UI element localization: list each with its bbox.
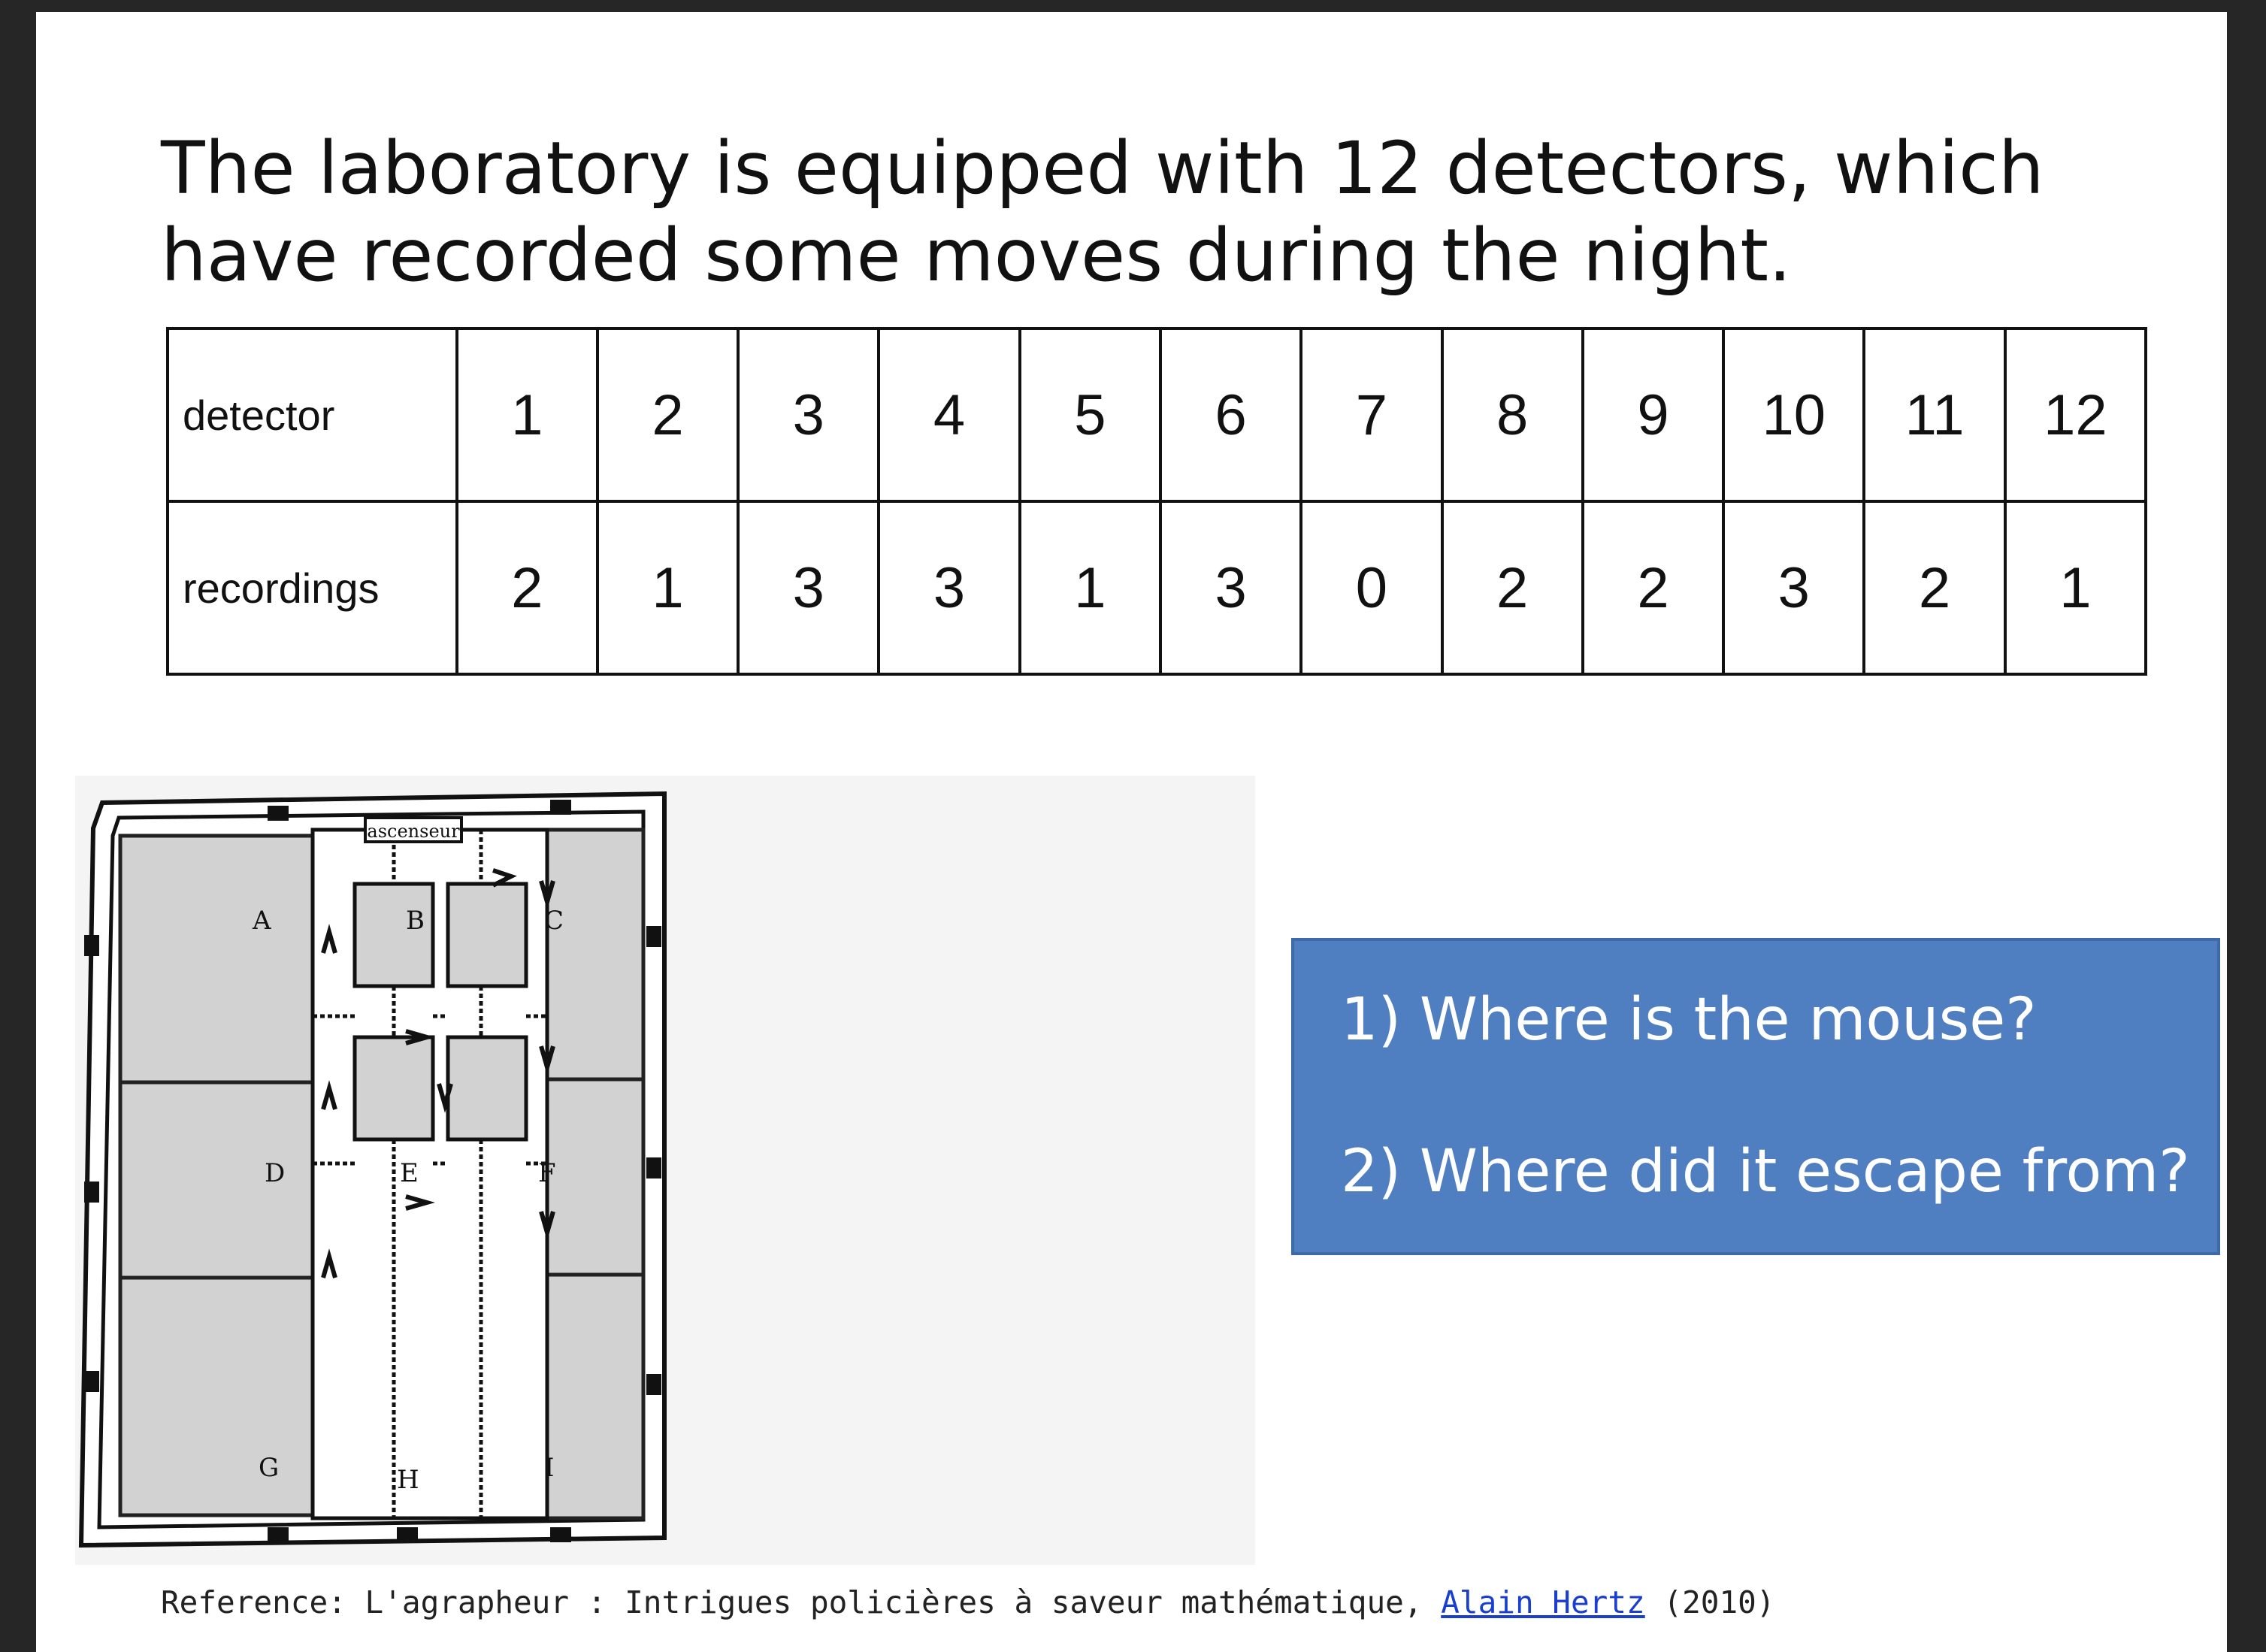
detector-number-cell: 6	[1158, 327, 1303, 503]
room-label-i: I	[544, 1453, 554, 1483]
question-2: 2) Where did it escape from?	[1341, 1138, 2190, 1206]
block-bottom-right	[446, 1035, 528, 1142]
recording-count-cell: 1	[595, 500, 740, 676]
room-label-e: E	[400, 1158, 419, 1188]
detector-number-cell: 12	[2003, 327, 2148, 503]
office-right-middle	[545, 1077, 646, 1277]
recording-count-cell: 3	[1158, 500, 1303, 676]
reference-line: Reference: L'agrapheur : Intrigues polic…	[161, 1584, 1775, 1620]
room-labels: A B C D E F G H I	[252, 906, 564, 1495]
detector-number-cell: 2	[595, 327, 740, 503]
questions-box: 1) Where is the mouse? 2) Where did it e…	[1291, 938, 2220, 1255]
room-label-g: G	[259, 1453, 279, 1483]
detector-number-cell: 8	[1440, 327, 1584, 503]
recording-count-cell: 1	[2003, 500, 2148, 676]
detector-number-cell: 5	[1018, 327, 1162, 503]
room-label-f: F	[538, 1158, 556, 1188]
reference-prefix: Reference: L'agrapheur : Intrigues polic…	[161, 1584, 1442, 1620]
office-right-bottom	[545, 1272, 646, 1520]
recording-count-cell: 2	[455, 500, 599, 676]
recording-count-cell: 3	[877, 500, 1021, 676]
recording-count-cell: 2	[1440, 500, 1584, 676]
recording-count-cell: 3	[1722, 500, 1866, 676]
author-link[interactable]: Alain Hertz	[1441, 1584, 1645, 1620]
reference-suffix: (2010)	[1644, 1584, 1775, 1620]
detector-header-label: detector	[166, 327, 458, 503]
laboratory-floor-plan: ascenseur A B C D E F G H I	[75, 776, 1255, 1565]
office-left-bottom	[118, 1275, 315, 1517]
elevator-box	[364, 816, 463, 843]
room-label-b: B	[406, 906, 425, 936]
room-label-h: H	[397, 1465, 419, 1495]
room-label-a: A	[252, 906, 271, 936]
detector-number-cell: 10	[1722, 327, 1866, 503]
block-top-left	[352, 882, 435, 988]
slide: The laboratory is equipped with 12 detec…	[36, 12, 2227, 1652]
block-bottom-left	[352, 1035, 435, 1142]
recording-count-cell: 0	[1299, 500, 1444, 676]
detector-number-cell: 4	[877, 327, 1021, 503]
recordings-header-label: recordings	[166, 500, 458, 676]
office-right-top	[545, 828, 646, 1082]
room-label-d: D	[265, 1158, 285, 1188]
recording-count-cell: 3	[737, 500, 881, 676]
detector-number-cell: 9	[1581, 327, 1726, 503]
recording-count-cell: 2	[1862, 500, 2007, 676]
doorways	[313, 830, 547, 1518]
office-left-top	[118, 834, 315, 1085]
detector-markers	[321, 868, 555, 1278]
detector-number-cell: 7	[1299, 327, 1444, 503]
recording-count-cell: 1	[1018, 500, 1162, 676]
detector-number-cell: 3	[737, 327, 881, 503]
detector-number-cell: 1	[455, 327, 599, 503]
question-1: 1) Where is the mouse?	[1341, 986, 2037, 1054]
detector-number-cell: 11	[1862, 327, 2007, 503]
room-label-c: C	[544, 906, 564, 936]
block-top-right	[446, 882, 528, 988]
wall-markers	[84, 800, 661, 1542]
elevator-label: ascenseur	[367, 821, 460, 842]
slide-title: The laboratory is equipped with 12 detec…	[161, 126, 2044, 298]
recording-count-cell: 2	[1581, 500, 1726, 676]
